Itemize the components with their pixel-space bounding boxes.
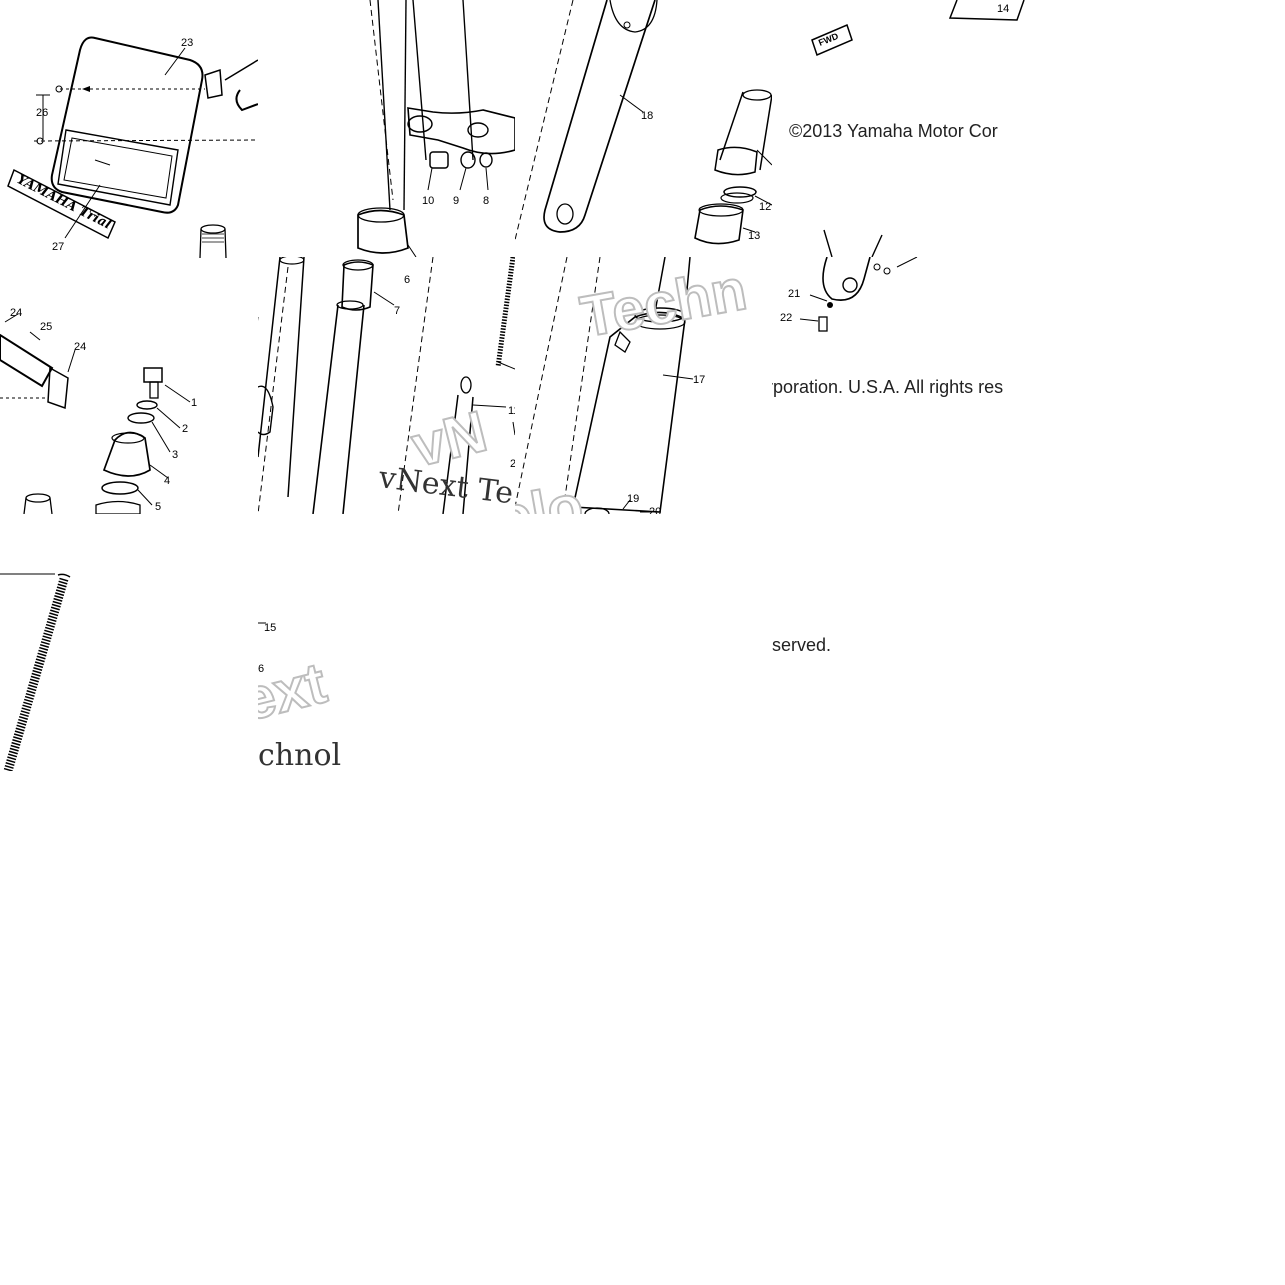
- diagram-tile-fwd: 14 FWD ©2013 Yamaha Motor Cor: [772, 0, 1029, 257]
- emblem-label: YAMAHA Trial: [14, 172, 113, 233]
- callout-9: 9: [453, 195, 459, 207]
- fork-lower-drawing: 17 19 20 Techn olo: [515, 257, 752, 514]
- fwd-label: FWD: [817, 31, 840, 48]
- callout-11: 11: [508, 405, 515, 417]
- diagram-tile-spring: [0, 571, 72, 771]
- callout-4: 4: [164, 475, 170, 487]
- callout-19: 19: [627, 493, 639, 505]
- callout-17: 17: [693, 374, 705, 386]
- fork-outer-drawing: 18 12 13: [515, 0, 772, 245]
- callout-15: 15: [264, 622, 276, 634]
- diagram-tile-fork-left: 6 7 11 2 vNext Te vN: [258, 257, 515, 514]
- number-plate-drawing: YAMAHA Trial 23 26 27 24: [0, 36, 258, 514]
- callout-23: 23: [181, 37, 193, 49]
- callout-14: 14: [997, 3, 1009, 15]
- callout-24b: 24: [74, 341, 86, 353]
- lower-middle-drawing: 15 6 ext chnol: [258, 622, 341, 771]
- callout-27: 27: [52, 241, 64, 253]
- diagram-tile-fork-lower: 17 19 20 Techn olo: [515, 257, 772, 514]
- fork-left-drawing: 6 7 11 2 vNext Te vN: [258, 257, 515, 514]
- callout-8: 8: [483, 195, 489, 207]
- callout-2: 2: [182, 423, 188, 435]
- copyright-line-2: rporation. U.S.A. All rights res: [772, 377, 1004, 397]
- crown-drawing: 10 9 8: [357, 0, 515, 257]
- callout-2b: 2: [510, 458, 515, 470]
- diagram-tile-fork-outer: 18 12 13: [515, 0, 772, 257]
- callout-24a: 24: [10, 307, 22, 319]
- callout-5: 5: [155, 501, 161, 513]
- callout-6: 6: [404, 274, 410, 286]
- callout-16: 6: [258, 663, 264, 675]
- watermark-vn: vN: [405, 399, 493, 480]
- axle-drawing: 21 22: [780, 257, 918, 332]
- callout-3: 3: [172, 449, 178, 461]
- diagram-tile-crown: 10 9 8: [258, 0, 515, 257]
- callout-25: 25: [40, 321, 52, 333]
- fwd-drawing: 14 FWD: [811, 0, 1025, 257]
- callout-22: 22: [780, 312, 792, 324]
- callout-26: 26: [36, 107, 48, 119]
- diagram-tile-number-plate: YAMAHA Trial 23 26 27 24: [0, 0, 258, 514]
- copyright-line-3: served.: [772, 635, 832, 655]
- callout-10: 10: [422, 195, 434, 207]
- callout-21: 21: [788, 288, 800, 300]
- diagram-tile-axle: 21 22 rporation. U.S.A. All rights res: [772, 257, 1029, 514]
- copyright-line-1: ©2013 Yamaha Motor Cor: [789, 121, 998, 141]
- watermark-olo: olo: [515, 473, 588, 514]
- callout-18: 18: [641, 110, 653, 122]
- callout-20: 20: [649, 506, 661, 514]
- diagram-tile-lower-middle: 15 6 ext chnol: [258, 571, 344, 771]
- callout-12: 12: [759, 201, 771, 213]
- callout-7: 7: [394, 305, 400, 317]
- callout-1: 1: [191, 397, 197, 409]
- watermark-ext: ext: [258, 650, 332, 733]
- callout-13: 13: [748, 230, 760, 242]
- spring-drawing: [0, 573, 71, 771]
- watermark-chnol: chnol: [258, 738, 341, 771]
- watermark-techn: Techn: [576, 257, 751, 350]
